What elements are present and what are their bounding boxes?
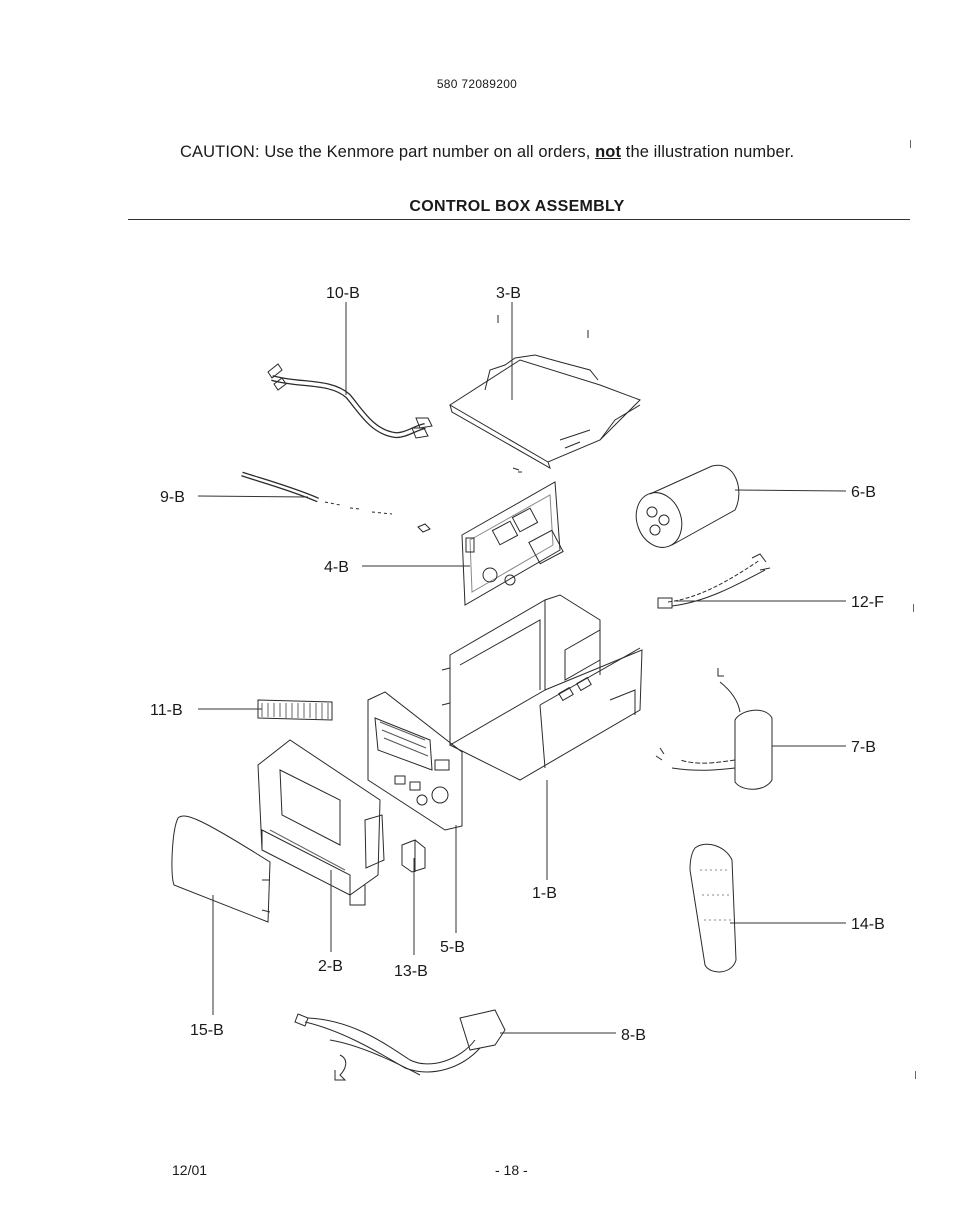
- margin-mark: [913, 604, 914, 612]
- document-number: 580 72089200: [436, 77, 518, 91]
- part-2b-front-panel: [257, 739, 385, 906]
- page-number: - 18 -: [495, 1162, 528, 1178]
- caution-suffix: the illustration number.: [621, 143, 795, 161]
- callout-4b: 4-B: [324, 559, 349, 576]
- part-15b-front-cover: [171, 815, 271, 923]
- callout-13b: 13-B: [394, 963, 428, 980]
- callout-12f: 12-F: [851, 594, 884, 611]
- part-10b-power-cord: [267, 363, 433, 439]
- part-3b-cover: [449, 315, 641, 470]
- callout-6b: 6-B: [851, 484, 876, 501]
- margin-mark: [910, 140, 911, 148]
- callout-1b: 1-B: [532, 885, 557, 902]
- leader-lines: [197, 302, 847, 1034]
- title-rule: [128, 219, 910, 220]
- part-7b-relay: [655, 668, 773, 790]
- callout-11b: 11-B: [150, 702, 183, 719]
- caution-emphasis: not: [595, 143, 622, 161]
- callout-3b: 3-B: [496, 285, 521, 302]
- caution-prefix: CAUTION: Use the Kenmore part number on …: [180, 143, 596, 161]
- part-9b-sensor: [241, 467, 522, 533]
- part-6b-capacitor: [635, 464, 740, 548]
- callout-10b: 10-B: [326, 285, 360, 302]
- part-5b-display-board: [367, 691, 463, 831]
- part-4b-circuit-board: [461, 481, 564, 606]
- callout-14b: 14-B: [851, 916, 885, 933]
- part-14b-remote: [689, 843, 737, 973]
- callout-8b: 8-B: [621, 1027, 646, 1044]
- caution-notice: CAUTION: Use the Kenmore part number on …: [180, 143, 794, 162]
- callout-2b: 2-B: [318, 958, 343, 975]
- section-title: CONTROL BOX ASSEMBLY: [409, 198, 625, 215]
- footer-date: 12/01: [172, 1162, 208, 1178]
- callout-labels: 10-B 3-B 9-B 6-B 4-B 12-F 11-B 7-B 1-B 1…: [150, 285, 885, 1044]
- callout-5b: 5-B: [440, 939, 465, 956]
- margin-mark: [915, 1071, 916, 1079]
- part-11b-ribbon-cable: [257, 699, 333, 721]
- callout-15b: 15-B: [190, 1022, 224, 1039]
- callout-9b: 9-B: [160, 489, 185, 506]
- part-13b-switch: [401, 839, 426, 873]
- callout-7b: 7-B: [851, 739, 876, 756]
- part-1b-housing: [441, 594, 643, 781]
- part-8b-wiring-harness: [294, 1009, 506, 1081]
- part-12f-wire-harness: [657, 553, 771, 609]
